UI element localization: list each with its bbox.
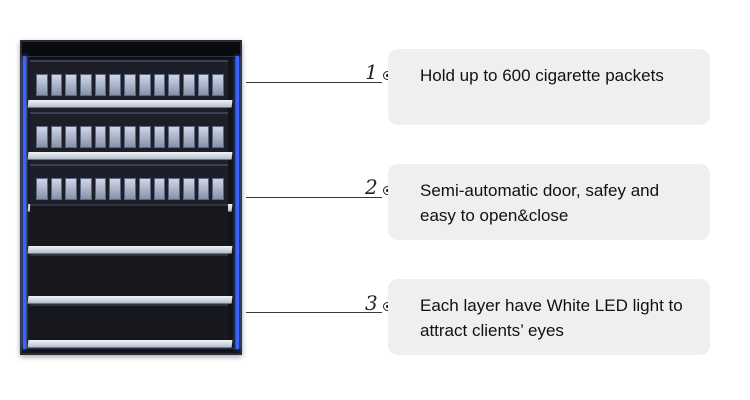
feature-box: Each layer have White LED light to attra…	[388, 279, 710, 355]
cabinet-top-panel	[22, 42, 240, 56]
cabinet-shelf	[27, 60, 233, 112]
callout-number: 2	[365, 175, 378, 199]
led-strip-right	[236, 56, 239, 349]
led-strip-left	[23, 56, 26, 349]
feature-box: Semi-automatic door, safey and easy to o…	[388, 164, 710, 240]
callout-number: 1	[365, 60, 378, 84]
cabinet-shelf	[27, 164, 233, 216]
display-cabinet-image	[20, 40, 242, 355]
callout-line	[246, 82, 382, 83]
cabinet-shelf	[27, 112, 233, 164]
callout-line	[246, 197, 382, 198]
cabinet-drawer	[27, 304, 233, 350]
cabinet-drawer	[27, 254, 233, 306]
feature-text: Each layer have White LED light to attra…	[420, 296, 683, 340]
cabinet-drawer	[27, 204, 233, 256]
callout-line	[246, 312, 382, 313]
feature-text: Semi-automatic door, safey and easy to o…	[420, 181, 660, 225]
callout-number: 3	[365, 291, 378, 315]
feature-text: Hold up to 600 cigarette packets	[420, 66, 664, 85]
feature-box: Hold up to 600 cigarette packets	[388, 49, 710, 125]
